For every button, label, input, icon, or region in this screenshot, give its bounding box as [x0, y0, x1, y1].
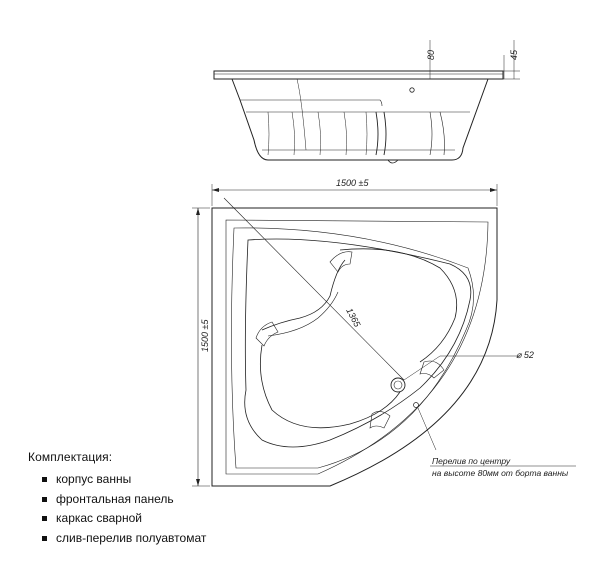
diagonal-dimension-line: [223, 197, 405, 381]
width-dimension-label: 1500 ±5: [336, 178, 369, 188]
drain-circle: [390, 377, 406, 393]
side-view-body: [231, 78, 489, 161]
kit-item: фронтальная панель: [42, 490, 228, 510]
overflow-note-line2: на высоте 80мм от борта ванны: [432, 468, 569, 478]
rim-height-label: 80: [426, 50, 436, 60]
top-view-basin: [244, 238, 472, 448]
diagonal-dimension-label: 1365: [344, 306, 363, 329]
kit-item: слив-перелив полуавтомат: [42, 529, 228, 549]
side-view-rim: [213, 70, 504, 80]
side-view: [213, 40, 520, 164]
top-view-outline: [211, 207, 498, 487]
kit-list: Комплектация: корпус ванны фронтальная п…: [28, 450, 228, 548]
edge-height-label: 45: [509, 49, 519, 60]
dimension-arrows: [196, 188, 497, 486]
drain-diameter-label: ⌀ 52: [516, 350, 534, 360]
kit-items: корпус ванны фронтальная панель каркас с…: [28, 470, 228, 548]
top-view: [192, 184, 576, 487]
kit-title: Комплектация:: [28, 450, 113, 464]
kit-item: каркас сварной: [42, 509, 228, 529]
kit-item: корпус ванны: [42, 470, 228, 490]
overflow-note-line1: Перелив по центру: [432, 456, 511, 466]
depth-dimension-label: 1500 ±5: [200, 319, 210, 352]
